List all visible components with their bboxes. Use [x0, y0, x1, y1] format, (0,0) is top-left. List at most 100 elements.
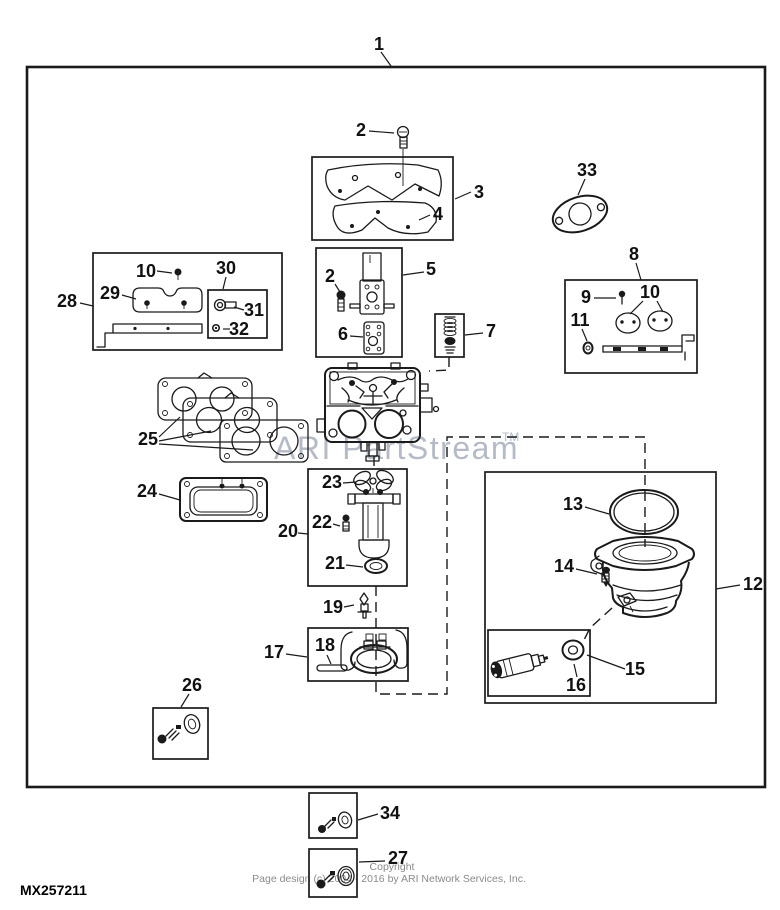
- part-3-4-gasket-box: [311, 156, 454, 241]
- callout-29[interactable]: 29: [100, 283, 120, 303]
- leader-line-10-right: [656, 300, 664, 313]
- callout-30[interactable]: 30: [216, 258, 236, 278]
- part-15-16-solenoid-box: [487, 629, 591, 697]
- leader-line-2-box5: [334, 283, 341, 293]
- callout-3[interactable]: 3: [474, 182, 484, 202]
- diagram-border: [25, 65, 767, 789]
- callout-2-top[interactable]: 2: [356, 120, 366, 140]
- part-18-float-pin: [316, 664, 348, 672]
- leader-line-29: [121, 294, 137, 300]
- part-28-gasket-kit-box: [92, 252, 283, 351]
- callout-22[interactable]: 22: [312, 512, 332, 532]
- callout-14[interactable]: 14: [554, 556, 574, 576]
- part-8-choke-kit-box: [564, 279, 698, 374]
- callout-5[interactable]: 5: [426, 259, 436, 279]
- callout-21[interactable]: 21: [325, 553, 345, 573]
- part-13-o-ring: [609, 489, 679, 535]
- callout-28[interactable]: 28: [57, 291, 77, 311]
- part-19-needle-valve: [357, 592, 372, 619]
- carburetor-body: [316, 362, 440, 462]
- callout-34[interactable]: 34: [380, 803, 400, 823]
- leader-line-27: [358, 860, 386, 863]
- leader-line-2-top: [368, 130, 395, 134]
- callout-13[interactable]: 13: [563, 494, 583, 514]
- part-7-idle-screw-box: [434, 313, 465, 358]
- part-26-screw-washer-box: [152, 707, 209, 760]
- leader-line-16: [573, 663, 578, 678]
- leader-line-21: [345, 564, 364, 568]
- callout-24[interactable]: 24: [137, 481, 157, 501]
- callout-31[interactable]: 31: [244, 300, 264, 320]
- callout-16[interactable]: 16: [566, 675, 586, 695]
- leader-line-23: [342, 481, 357, 484]
- callout-20[interactable]: 20: [278, 521, 298, 541]
- leader-line-3: [454, 191, 472, 200]
- part-20-valve-assembly-box: [307, 468, 408, 587]
- leader-line-30: [222, 276, 227, 290]
- leader-line-25: [158, 416, 181, 438]
- leader-line-7: [464, 332, 484, 336]
- callout-23[interactable]: 23: [322, 472, 342, 492]
- part-24-cover-plate: [179, 477, 268, 522]
- leader-line-5: [402, 271, 425, 276]
- callout-6[interactable]: 6: [338, 324, 348, 344]
- leader-line-1: [380, 51, 392, 67]
- leader-line-17: [285, 653, 308, 658]
- leader-line-25: [158, 443, 254, 451]
- leader-line-18: [326, 654, 332, 665]
- callout-27[interactable]: 27: [388, 848, 408, 868]
- callout-1[interactable]: 1: [374, 34, 384, 54]
- leader-line-31: [233, 306, 245, 311]
- part-2-bolt-top: [396, 125, 410, 186]
- leader-line-10-right: [629, 300, 644, 315]
- callout-11[interactable]: 11: [570, 310, 589, 330]
- callout-17[interactable]: 17: [264, 642, 284, 662]
- callout-12[interactable]: 12: [743, 574, 763, 594]
- part-17-float-box: [307, 627, 409, 682]
- dashed-connector-lines: [373, 357, 646, 695]
- part-33-flange-gasket: [551, 194, 609, 234]
- callout-25[interactable]: 25: [138, 429, 158, 449]
- copyright-line1: Copyright: [370, 861, 415, 873]
- leader-line-10-left: [156, 270, 173, 274]
- leader-line-26: [180, 693, 190, 708]
- callout-10-right[interactable]: 10: [640, 282, 660, 302]
- callout-8[interactable]: 8: [629, 244, 639, 264]
- callout-10-left[interactable]: 10: [136, 261, 156, 281]
- copyright-line2: Page design (c) 2004 - 2016 by ARI Netwo…: [252, 873, 526, 885]
- part-15-washer: [561, 639, 585, 661]
- part-27-screw-washer-box: [308, 848, 358, 898]
- leader-line-6: [349, 335, 364, 338]
- callout-2-box5[interactable]: 2: [325, 266, 335, 286]
- leader-line-14: [575, 568, 598, 575]
- leader-line-11: [581, 328, 588, 342]
- leader-line-22: [332, 523, 341, 527]
- part-16-fuel-solenoid: [490, 653, 549, 679]
- leader-line-24: [158, 493, 181, 501]
- part-5-carb-upper-body-box: [315, 247, 403, 358]
- callout-4[interactable]: 4: [433, 204, 443, 224]
- part-30-hardware-box: [207, 289, 268, 339]
- leader-line-15: [586, 654, 626, 670]
- callout-18[interactable]: 18: [315, 635, 335, 655]
- leader-line-19: [343, 604, 355, 608]
- callout-9[interactable]: 9: [581, 287, 591, 307]
- leader-line-25: [158, 430, 212, 442]
- callout-15[interactable]: 15: [625, 659, 645, 679]
- callout-19[interactable]: 19: [323, 597, 343, 617]
- callout-32[interactable]: 32: [229, 319, 249, 339]
- leader-line-33: [577, 178, 586, 196]
- callout-7[interactable]: 7: [486, 321, 496, 341]
- part-25-gasket-stack: [157, 372, 309, 463]
- leader-line-4: [418, 214, 431, 221]
- leader-line-20: [297, 532, 309, 535]
- part-34-screw-washer-box: [308, 792, 358, 839]
- leader-line-13: [584, 506, 610, 515]
- leader-line-12: [715, 584, 741, 590]
- part-12-float-bowl-box: [484, 471, 717, 704]
- callout-26[interactable]: 26: [182, 675, 202, 695]
- callout-33[interactable]: 33: [577, 160, 597, 180]
- part-14-screw: [602, 566, 610, 574]
